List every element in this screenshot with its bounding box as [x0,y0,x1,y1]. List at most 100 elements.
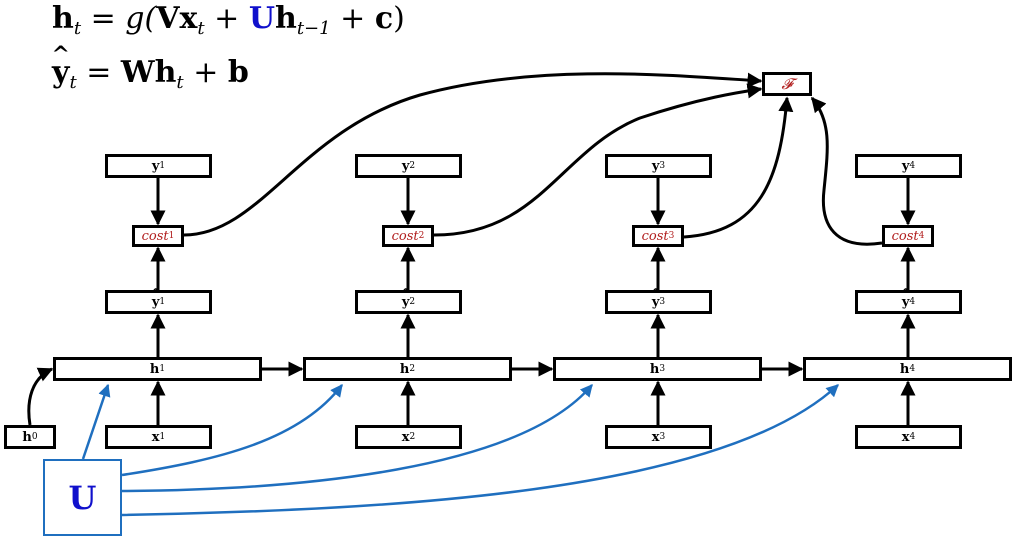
target-label: y [901,158,910,174]
objective-label: 𝓕 [781,75,793,93]
eq1-u: U [248,1,276,36]
eq1-h-sub: t [73,18,82,39]
arrow-cost-1-to-objective [183,72,763,237]
eq1-close: ) [393,1,405,36]
shared-weight-box: U [43,459,122,536]
eq2-equals: = [86,55,112,90]
target-label: y [151,158,160,174]
shared-weight-arrows [81,383,839,517]
prediction-sub: 1 [159,297,166,307]
hidden-sub: 3 [659,364,666,374]
hidden-sub: 2 [409,364,416,374]
eq2-w: W [120,55,155,90]
input-label: x [651,429,660,445]
prediction-label: y [402,295,410,310]
eq1-h: h [52,1,74,36]
cost-sub: 4 [918,231,925,241]
eq1-v: V [156,1,180,36]
prediction-node-1: y1 [105,290,212,314]
initial-state-sub: 0 [31,432,38,442]
eq2-yhat: y [52,58,69,88]
cost-sub: 2 [418,231,425,241]
input-sub: 1 [159,432,166,442]
arrow-cost-2-to-objective [433,83,763,237]
black-arrows [27,72,916,426]
eq1-function: g( [125,1,157,36]
eq1-plus-1: + [214,1,240,36]
cost-label: cost [391,228,419,244]
prediction-label: y [652,295,660,310]
eq1-x: x [179,1,198,36]
target-label: y [401,158,410,174]
hidden-sub: 1 [159,364,166,374]
eq2-b: b [227,55,249,90]
input-label: x [401,429,410,445]
objective-node: 𝓕 [762,72,812,96]
hidden-state-equation: ht = g(Vxt + Uht−1 + c) [52,4,405,38]
cost-label: cost [641,228,669,244]
eq2-plus: + [193,55,219,90]
cost-sub: 3 [668,231,675,241]
eq1-h-prev-sub: t−1 [296,18,331,39]
input-sub: 3 [659,432,666,442]
prediction-label: y [902,295,910,310]
arrow-u-to-hidden-2 [121,384,343,477]
arrow-u-to-hidden-1 [81,383,111,460]
eq1-x-sub: t [197,18,205,39]
arrow-u-to-hidden-3 [121,384,593,493]
eq1-plus-2: + [340,1,366,36]
arrow-u-to-hidden-4 [121,384,839,517]
arrow-cost-3-to-objective [683,96,794,239]
target-sub: 1 [159,161,166,171]
eq1-h-prev: h [275,1,297,36]
output-equation: yt = Wht + b [52,58,249,92]
initial-state-label: h [22,429,32,445]
target-sub: 4 [909,161,916,171]
prediction-sub: 2 [409,297,416,307]
input-label: x [901,429,910,445]
cost-label: cost [891,228,919,244]
hidden-label: h [399,361,410,377]
prediction-node-2: y2 [355,290,462,314]
target-sub: 3 [659,161,666,171]
prediction-sub: 4 [909,297,916,307]
hidden-sub: 4 [909,364,916,374]
prediction-node-4: y4 [855,290,962,314]
prediction-sub: 3 [659,297,666,307]
shared-weight-label: U [68,478,97,517]
eq1-equals: = [90,1,116,36]
arrow-cost-4-to-objective [810,96,883,246]
arrow-initial-to-hidden-1 [27,367,54,426]
prediction-label: y [152,295,160,310]
input-sub: 4 [909,432,916,442]
input-sub: 2 [409,432,416,442]
cost-sub: 1 [168,231,175,241]
hidden-label: h [149,361,160,377]
target-label: y [651,158,660,174]
cost-label: cost [141,228,169,244]
eq2-yhat-sub: t [69,72,77,93]
hidden-label: h [649,361,660,377]
eq2-h-sub: t [176,72,184,93]
input-label: x [151,429,160,445]
hidden-label: h [899,361,910,377]
